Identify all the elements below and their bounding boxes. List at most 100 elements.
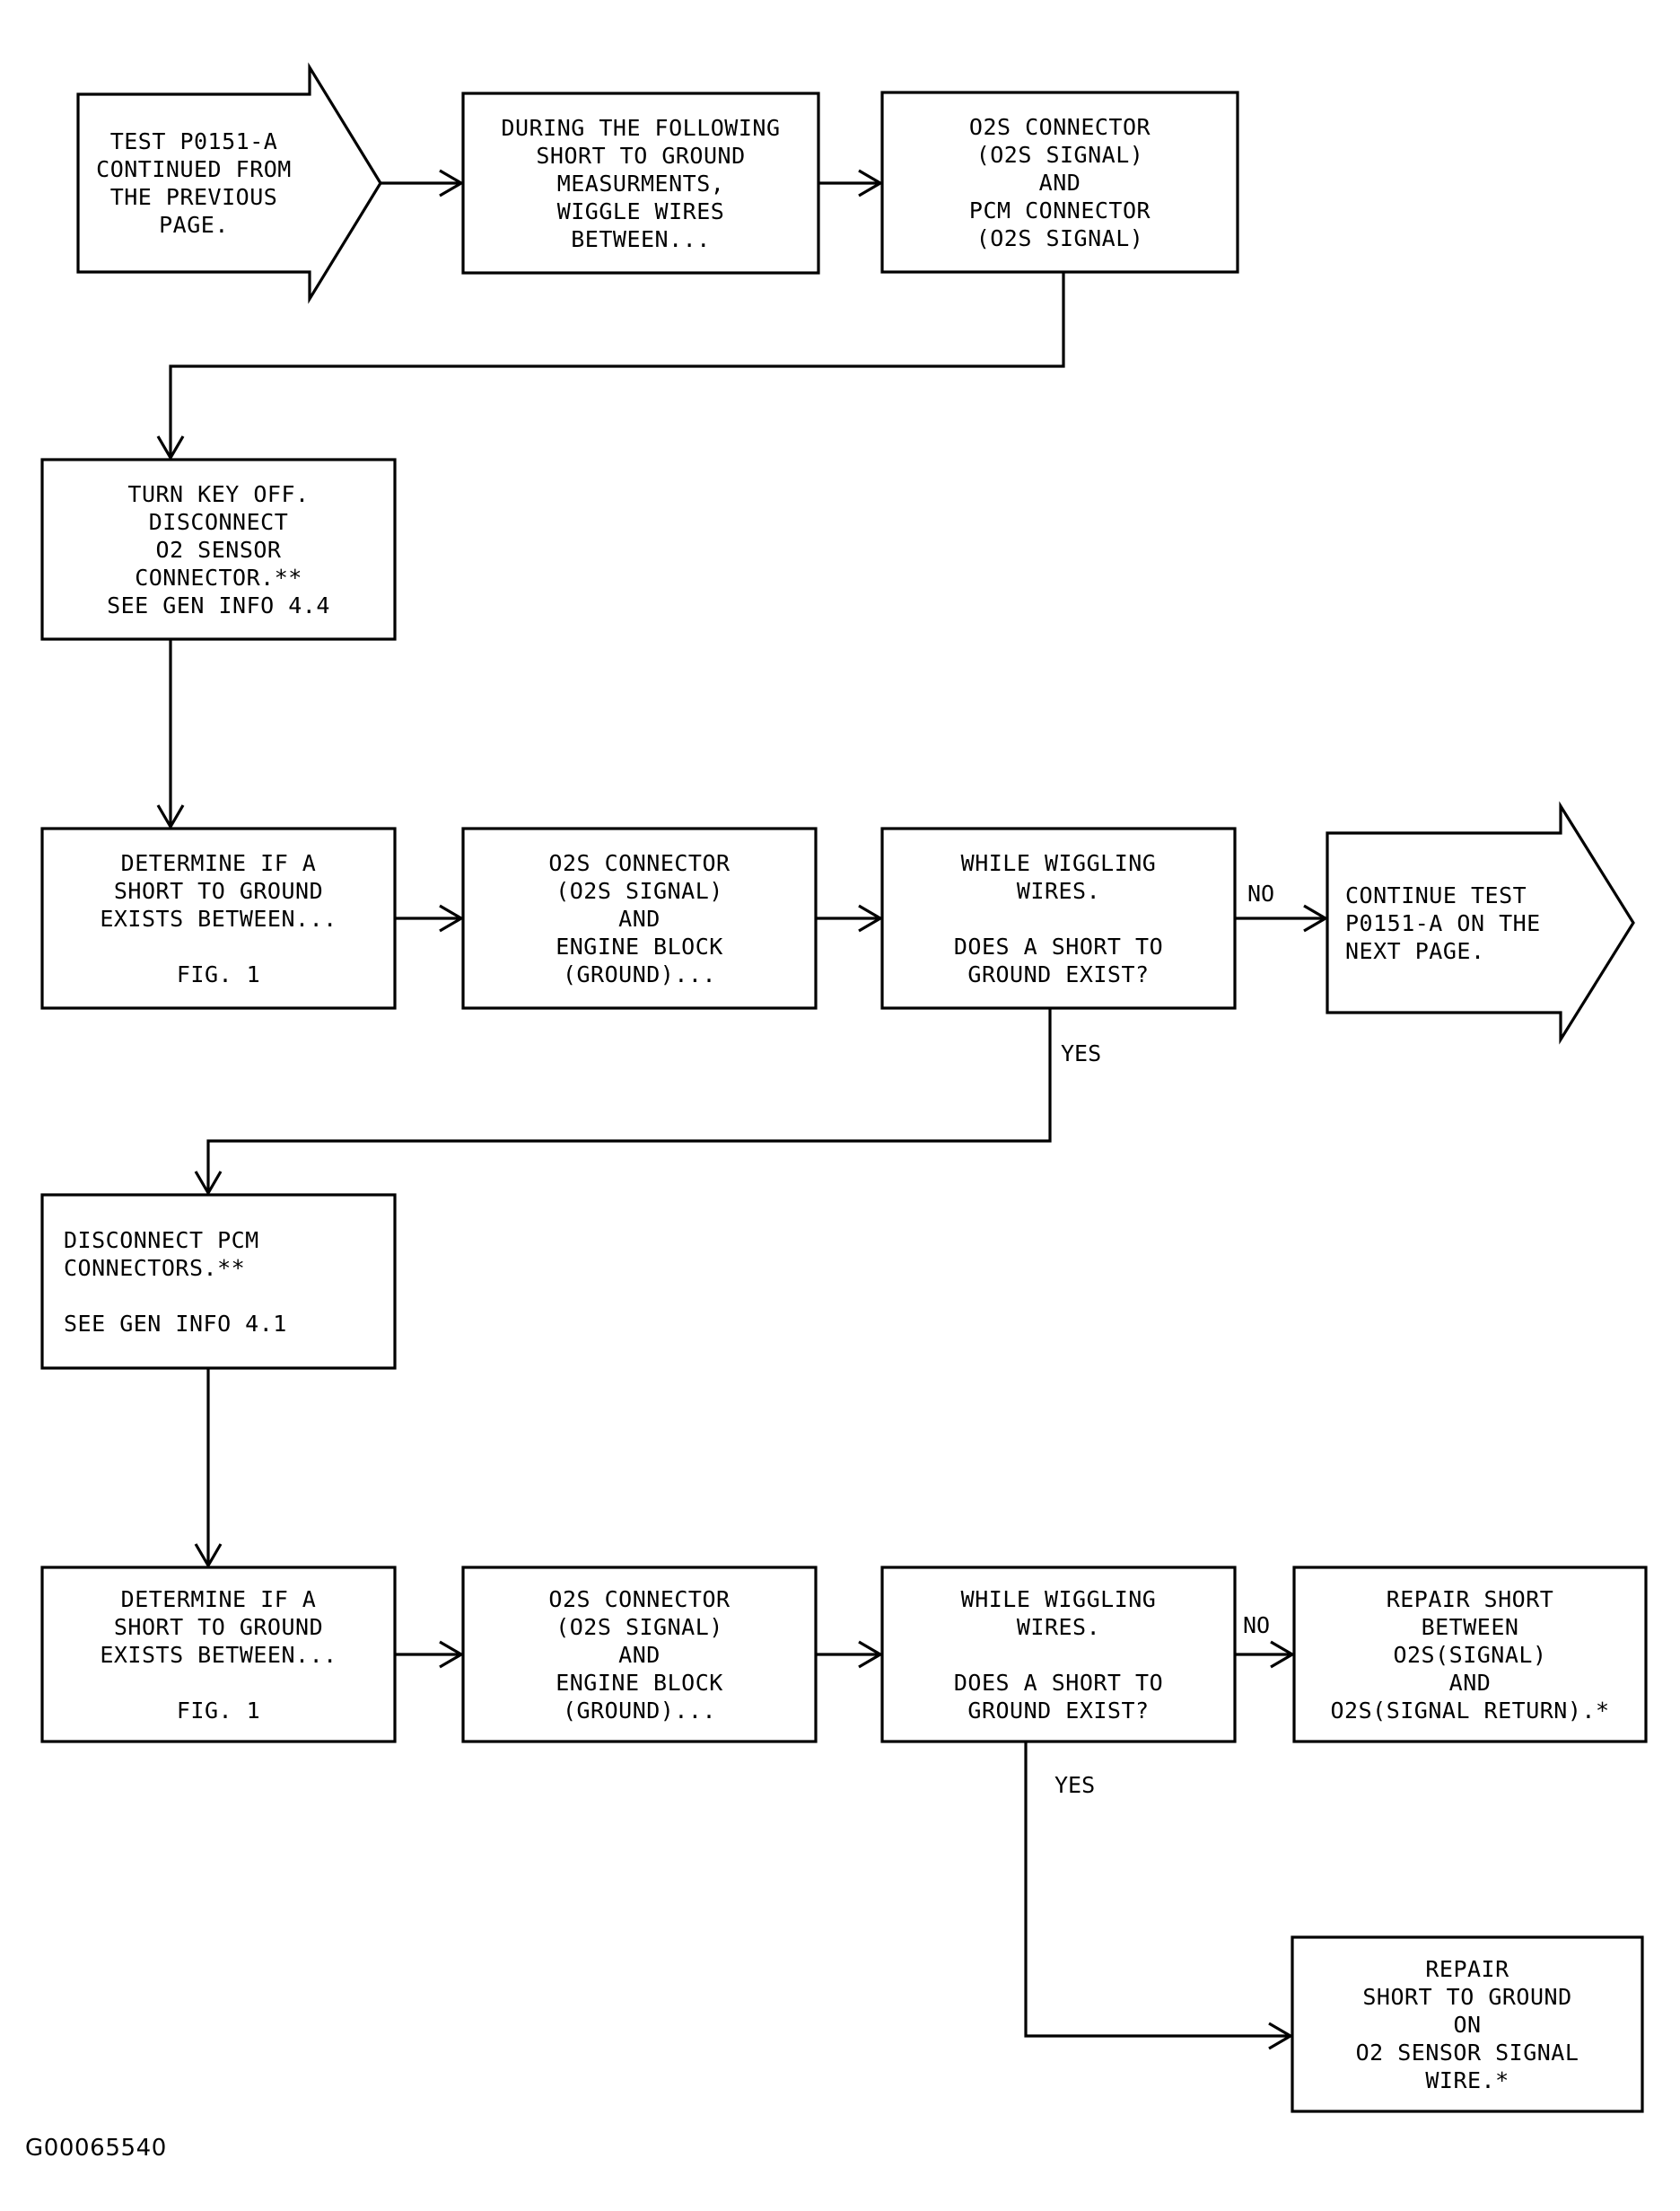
node-text-n4: TURN KEY OFF. DISCONNECT O2 SENSOR CONNE… xyxy=(42,460,395,639)
node-line: SHORT TO GROUND xyxy=(536,142,746,169)
node-line: SHORT TO GROUND xyxy=(1362,1983,1572,2010)
node-text-n10: DETERMINE IF A SHORT TO GROUND EXISTS BE… xyxy=(42,1567,395,1742)
node-line: CONNECTORS.** xyxy=(64,1254,246,1281)
node-line: (O2S SIGNAL) xyxy=(556,1613,723,1640)
node-line: (O2S SIGNAL) xyxy=(556,877,723,904)
arrowhead-n4-n5 xyxy=(156,804,185,830)
node-text-n11: O2S CONNECTOR (O2S SIGNAL) AND ENGINE BL… xyxy=(463,1567,816,1742)
node-line: ENGINE BLOCK xyxy=(556,1669,723,1696)
node-line: WIRE.* xyxy=(1425,2066,1509,2093)
node-line: (GROUND)... xyxy=(562,1697,717,1724)
node-shape-n5 xyxy=(40,827,397,1010)
arrowhead-n9-n10 xyxy=(194,1543,223,1569)
node-line: AND xyxy=(1038,169,1081,196)
node-text-n1: TEST P0151-A CONTINUED FROM THE PREVIOUS… xyxy=(78,94,310,272)
figure-id-label: G00065540 xyxy=(25,2135,167,2162)
node-line: O2 SENSOR SIGNAL xyxy=(1355,2039,1579,2066)
arrowhead-n12-n13-no xyxy=(1270,1640,1296,1669)
node-line: SEE GEN INFO 4.1 xyxy=(64,1310,287,1337)
node-text-n2: DURING THE FOLLOWING SHORT TO GROUND MEA… xyxy=(463,93,818,273)
node-shape-n3 xyxy=(880,91,1239,274)
node-shape-n11 xyxy=(461,1566,818,1743)
edge-label-yes-2: YES xyxy=(1054,1772,1096,1798)
edge-label-no-1: NO xyxy=(1247,881,1275,907)
node-shape-n10 xyxy=(40,1566,397,1743)
node-text-n3: O2S CONNECTOR (O2S SIGNAL) AND PCM CONNE… xyxy=(882,92,1238,272)
node-line: O2S(SIGNAL) xyxy=(1393,1641,1547,1668)
arrowhead-n12-n14-yes xyxy=(1268,2022,1294,2050)
node-line: GROUND EXIST? xyxy=(967,961,1150,987)
node-line: DOES A SHORT TO xyxy=(953,1669,1164,1696)
node-shape-n9 xyxy=(40,1193,397,1370)
node-text-n12: WHILE WIGGLING WIRES. DOES A SHORT TO GR… xyxy=(882,1567,1235,1742)
node-line: TEST P0151-A xyxy=(109,128,278,154)
node-line: REPAIR xyxy=(1425,1955,1509,1982)
arrowhead-n7-n9-yes xyxy=(194,1171,223,1197)
node-line: MEASURMENTS, xyxy=(556,170,725,197)
node-line: PCM CONNECTOR xyxy=(968,197,1151,224)
node-line: WIRES. xyxy=(1016,877,1101,904)
node-line: WIRES. xyxy=(1016,1613,1101,1640)
node-line: SHORT TO GROUND xyxy=(113,877,324,904)
node-line: THE PREVIOUS xyxy=(109,184,278,210)
node-shape-n14 xyxy=(1291,1935,1644,2113)
node-line: CONTINUE TEST xyxy=(1345,882,1527,908)
node-line: PAGE. xyxy=(159,212,229,238)
arrowhead-n1-n2 xyxy=(439,169,465,197)
node-shape-n13 xyxy=(1292,1566,1648,1743)
node-line: DURING THE FOLLOWING xyxy=(501,114,781,141)
node-text-n5: DETERMINE IF A SHORT TO GROUND EXISTS BE… xyxy=(42,829,395,1008)
node-shape-n2 xyxy=(461,92,820,275)
node-line: O2S(SIGNAL RETURN).* xyxy=(1330,1697,1610,1724)
node-text-n9: DISCONNECT PCM CONNECTORS.** SEE GEN INF… xyxy=(42,1195,395,1368)
arrowhead-n6-n7 xyxy=(858,904,884,933)
node-shape-n8 xyxy=(1326,801,1635,1045)
node-line: DISCONNECT PCM xyxy=(64,1226,259,1253)
node-line: EXISTS BETWEEN... xyxy=(100,905,337,932)
connector-n12-n14-yes xyxy=(1024,1742,1289,2038)
node-line: FIG. 1 xyxy=(176,961,261,987)
node-shape-n1 xyxy=(76,62,382,304)
node-line: O2S CONNECTOR xyxy=(968,113,1151,140)
node-line: TURN KEY OFF. xyxy=(127,480,310,507)
node-shape-n4 xyxy=(40,458,397,641)
node-line: DETERMINE IF A xyxy=(120,1585,317,1612)
node-line: BETWEEN... xyxy=(571,225,711,252)
node-line: O2S CONNECTOR xyxy=(548,849,731,876)
node-line: AND xyxy=(618,1641,661,1668)
node-text-n7: WHILE WIGGLING WIRES. DOES A SHORT TO GR… xyxy=(882,829,1235,1008)
node-line: DOES A SHORT TO xyxy=(953,933,1164,960)
node-line: FIG. 1 xyxy=(176,1697,261,1724)
node-line: O2S CONNECTOR xyxy=(548,1585,731,1612)
node-line: (GROUND)... xyxy=(562,961,717,987)
arrowhead-n3-n4 xyxy=(156,435,185,461)
node-line: WHILE WIGGLING xyxy=(960,1585,1157,1612)
node-line: P0151-A ON THE xyxy=(1345,909,1541,936)
node-text-n14: REPAIR SHORT TO GROUND ON O2 SENSOR SIGN… xyxy=(1292,1937,1642,2111)
node-line: GROUND EXIST? xyxy=(967,1697,1150,1724)
node-line: DISCONNECT xyxy=(148,508,289,535)
node-line: ENGINE BLOCK xyxy=(556,933,723,960)
node-line: O2 SENSOR xyxy=(155,536,282,563)
node-line: CONTINUED FROM xyxy=(96,156,292,182)
node-line: BETWEEN xyxy=(1421,1613,1519,1640)
node-line: AND xyxy=(618,905,661,932)
node-line: DETERMINE IF A xyxy=(120,849,317,876)
arrowhead-n11-n12 xyxy=(858,1640,884,1669)
edge-label-no-2: NO xyxy=(1243,1612,1271,1638)
node-line: SHORT TO GROUND xyxy=(113,1613,324,1640)
node-shape-n12 xyxy=(880,1566,1237,1743)
node-line: CONNECTOR.** xyxy=(135,564,302,591)
node-line: NEXT PAGE. xyxy=(1345,937,1485,964)
node-shape-n7 xyxy=(880,827,1237,1010)
node-line: REPAIR SHORT xyxy=(1386,1585,1554,1612)
node-line: AND xyxy=(1448,1669,1492,1696)
arrowhead-n7-n8-no xyxy=(1303,904,1329,933)
node-line: (O2S SIGNAL) xyxy=(976,141,1144,168)
node-line: SEE GEN INFO 4.4 xyxy=(107,592,330,619)
node-line: WHILE WIGGLING xyxy=(960,849,1157,876)
node-line: ON xyxy=(1453,2011,1482,2038)
node-line: EXISTS BETWEEN... xyxy=(100,1641,337,1668)
